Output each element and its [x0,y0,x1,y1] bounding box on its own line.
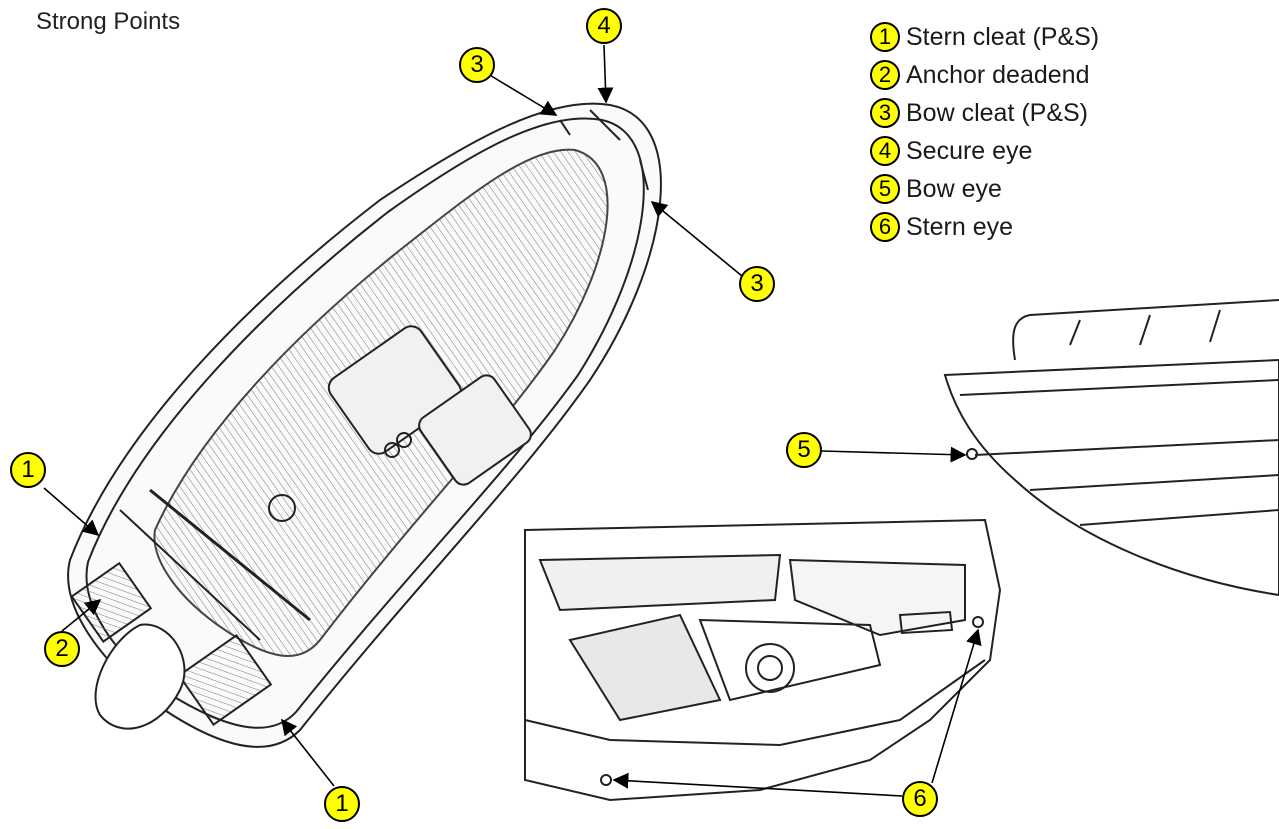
leader-lines [43,44,982,797]
boat-top-view [67,102,662,748]
callout-bow-cleat-port: 3 [459,47,495,83]
legend-item-bow-eye: 5 Bow eye [870,170,1099,208]
legend-item-secure-eye: 4 Secure eye [870,132,1099,170]
legend-number: 1 [870,22,900,52]
legend-item-bow-cleat: 3 Bow cleat (P&S) [870,94,1099,132]
page-title: Strong Points [36,8,181,35]
callout-stern-cleat-port: 1 [10,452,46,488]
legend-item-anchor-deadend: 2 Anchor deadend [870,56,1099,94]
legend-number: 3 [870,98,900,128]
legend-label: Stern cleat (P&S) [906,22,1100,51]
bow-side-view [943,299,1279,597]
legend-number: 5 [870,174,900,204]
legend-number: 2 [870,60,900,90]
legend-number: 4 [870,136,900,166]
legend-label: Secure eye [906,136,1033,165]
callout-anchor-deadend: 2 [44,631,80,667]
stern-view [524,518,1002,802]
legend-item-stern-eye: 6 Stern eye [870,208,1099,246]
callout-secure-eye: 4 [586,8,622,44]
legend-item-stern-cleat: 1 Stern cleat (P&S) [870,18,1099,56]
callout-bow-eye: 5 [786,432,822,468]
legend-number: 6 [870,212,900,242]
callout-stern-cleat-starboard: 1 [324,786,360,822]
legend-label: Stern eye [906,212,1014,241]
legend-label: Anchor deadend [906,60,1090,89]
callout-bow-cleat-starboard: 3 [739,266,775,302]
legend-label: Bow cleat (P&S) [906,98,1089,127]
legend: 1 Stern cleat (P&S) 2 Anchor deadend 3 B… [870,18,1099,246]
callout-stern-eye: 6 [902,781,938,817]
legend-label: Bow eye [906,174,1002,203]
